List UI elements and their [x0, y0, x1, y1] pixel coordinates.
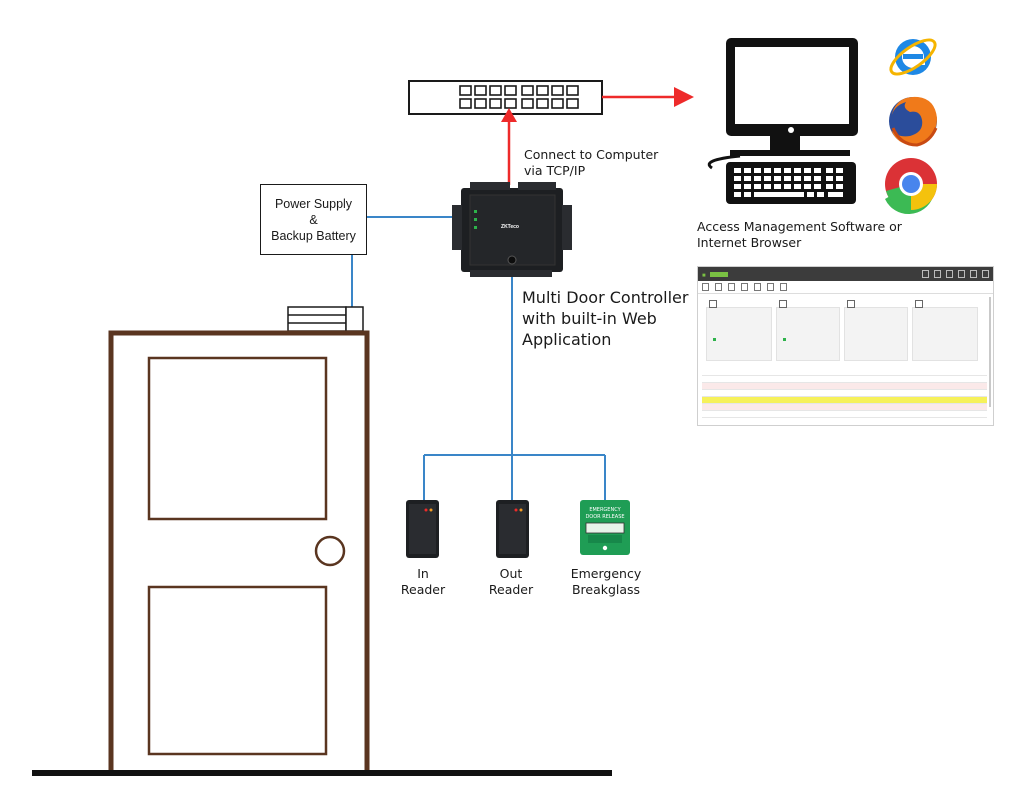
computer-monitor-icon: [707, 38, 858, 170]
controller-line-3: Application: [522, 330, 612, 349]
web-app-table: [702, 369, 987, 418]
chrome-icon: [885, 158, 937, 215]
controller-line-1: Multi Door Controller: [522, 288, 689, 307]
web-app-scrollbar: [989, 297, 991, 407]
door-controller-board: [452, 182, 572, 277]
web-app-card: [912, 300, 978, 361]
connect-line-1: Connect to Computer: [524, 147, 659, 162]
internet-explorer-icon: [889, 38, 937, 76]
controller-label: Multi Door Controller with built-in Web …: [522, 287, 688, 350]
web-app-card: [776, 300, 840, 361]
breakglass-line-1: EMERGENCY: [589, 507, 621, 513]
web-app-header-icons: [922, 270, 989, 278]
web-app-screenshot: ■: [697, 266, 994, 426]
firefox-icon: [889, 96, 938, 147]
power-supply-line-1: Power Supply: [274, 196, 353, 211]
out-reader-line-2: Reader: [488, 582, 534, 597]
controller-line-2: with built-in Web: [522, 309, 657, 328]
breakglass-label-line-2: Breakglass: [571, 582, 641, 597]
door-lock: [287, 306, 364, 332]
emergency-breakglass: [580, 500, 630, 555]
web-app-header: ■: [698, 267, 993, 281]
in-reader: [406, 500, 439, 558]
in-reader-line-2: Reader: [400, 582, 446, 597]
out-reader-label: Out Reader: [482, 566, 540, 598]
tcpip-arrowhead: [501, 108, 517, 122]
web-app-card: [844, 300, 908, 361]
connect-label: Connect to Computer via TCP/IP: [524, 147, 658, 179]
out-reader-line-1: Out: [499, 566, 523, 581]
door: [108, 330, 370, 772]
controller-brand: ZKTeco: [501, 224, 519, 230]
breakglass-line-2: DOOR RELEASE: [585, 514, 624, 520]
software-line-2: Internet Browser: [697, 235, 802, 250]
power-supply-line-3: Backup Battery: [271, 228, 356, 243]
connect-line-2: via TCP/IP: [524, 163, 586, 178]
web-app-toolbar: [698, 281, 993, 294]
in-reader-label: In Reader: [394, 566, 452, 598]
web-app-badge: [709, 271, 728, 277]
network-switch-icon: [408, 80, 603, 115]
in-reader-line-1: In: [417, 566, 429, 581]
computer-arrowhead: [674, 87, 694, 107]
breakglass-label: Emergency Breakglass: [565, 566, 647, 598]
out-reader: [496, 500, 529, 558]
wiring: [351, 216, 606, 500]
web-app-body: [702, 299, 987, 423]
power-supply-line-2: &: [309, 212, 318, 227]
power-supply-box: Power Supply & Backup Battery: [260, 184, 367, 255]
keyboard-icon: [726, 162, 856, 204]
software-line-1: Access Management Software or: [697, 219, 902, 234]
web-app-logo: ■: [702, 273, 706, 279]
breakglass-label-line-1: Emergency: [570, 566, 642, 581]
web-app-card: [706, 300, 772, 361]
software-label: Access Management Software or Internet B…: [697, 219, 902, 251]
